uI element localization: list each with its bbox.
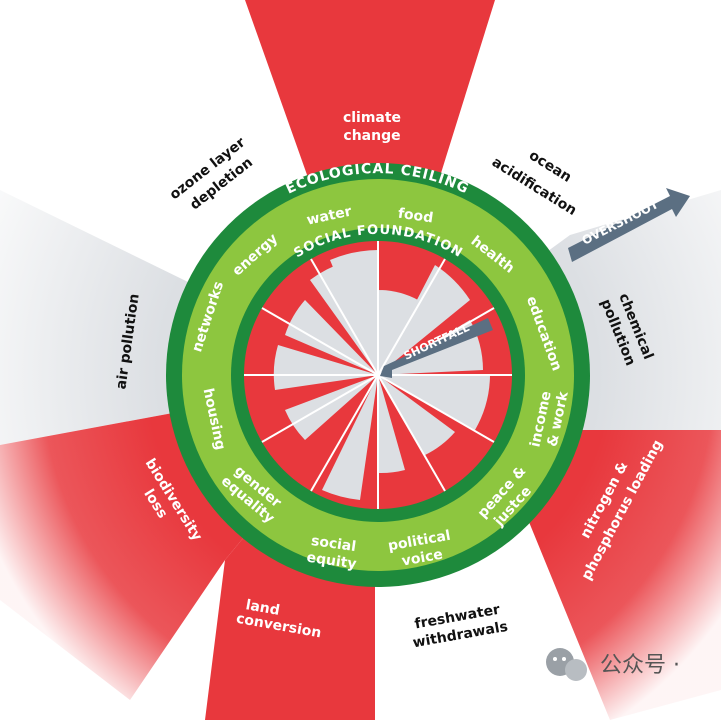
label-social-equity-2: equity [306,550,358,573]
shortfall-networks [285,300,378,375]
shortfall-peace [378,375,455,455]
label-social-equity-1: social [310,533,357,555]
watermark: 公众号 · [546,648,680,681]
label-land-conversion-1: land [244,597,280,619]
shortfall-gender [285,375,378,440]
shortfall-voice [378,375,405,474]
label-food: food [397,206,434,227]
label-climate-change-1: climate [343,110,401,126]
shortfall-income [378,375,490,430]
label-political-voice-2: voice [401,547,444,570]
label-climate-change-2: change [343,128,400,144]
shortfall-equity [322,375,378,500]
watermark-text: 公众号 · [600,653,680,678]
shortfall-health [378,265,470,375]
shortfall-housing [273,345,378,390]
wedge-nitrogen-phosphorus [378,375,721,720]
wechat-icon [546,648,587,681]
shortfall-food [378,290,418,375]
